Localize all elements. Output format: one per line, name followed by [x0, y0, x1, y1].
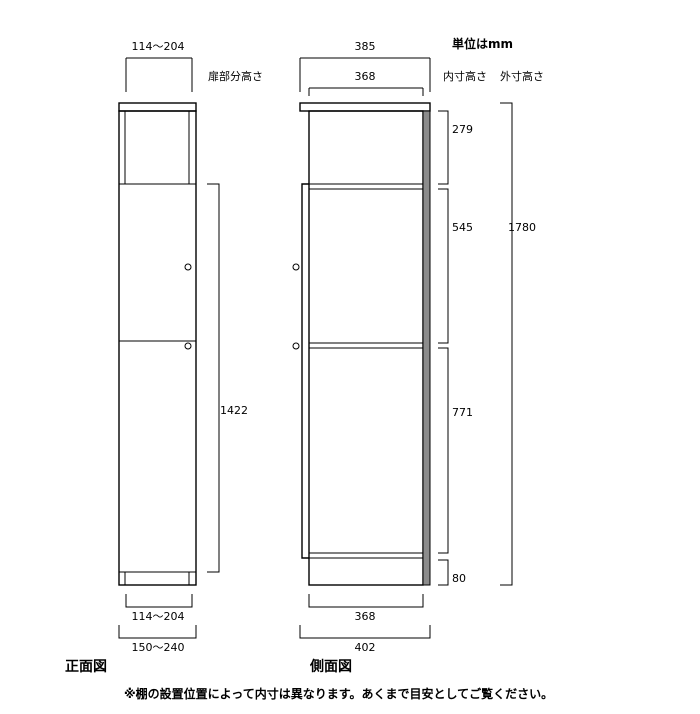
- side-top-depth-value: 385: [355, 40, 376, 53]
- seg-low-value: 771: [452, 406, 473, 419]
- inner-height-label: 内寸高さ: [443, 69, 487, 83]
- side-shelf-middle: [309, 342, 423, 349]
- unit-label: 単位はmm: [452, 36, 513, 51]
- front-top-width-label: 114〜204: [132, 40, 185, 53]
- front-inner-width-value: 114〜204: [132, 610, 185, 623]
- front-door-height-line: [207, 183, 220, 573]
- seg-top-line: [438, 110, 449, 185]
- footer-note: ※棚の設置位置によって内寸は異なります。あくまで目安としてご覧ください。: [124, 686, 553, 701]
- side-shelf-bottom: [309, 552, 423, 559]
- outer-height-line: [500, 102, 513, 586]
- front-view: 114〜204 扉部分高さ 1422 114〜204 150〜240 正面図: [65, 40, 263, 675]
- front-door-knob-upper: [184, 263, 192, 271]
- side-bottom-outer-value: 402: [355, 641, 376, 654]
- side-inner-depth-value: 368: [355, 70, 376, 83]
- front-door-knob-lower: [184, 342, 192, 350]
- seg-base-value: 80: [452, 572, 466, 585]
- front-cabinet-body: [118, 110, 197, 586]
- seg-low-line: [438, 347, 449, 554]
- side-view: 385 368 単位はmm 内寸高さ 外寸高さ 279 545 771 80 1…: [292, 36, 544, 675]
- front-outer-width-line: [118, 625, 197, 639]
- seg-mid-line: [438, 188, 449, 344]
- side-bottom-inner-line: [308, 594, 424, 608]
- front-top-width-line: [125, 57, 193, 92]
- side-view-title: 側面図: [309, 658, 352, 675]
- front-outer-width-value: 150〜240: [132, 641, 185, 654]
- side-inner-depth-line: [308, 87, 424, 96]
- front-top-board: [118, 102, 197, 112]
- side-door-knob-lower: [292, 342, 300, 350]
- side-back-panel: [422, 110, 431, 586]
- front-door-height-label: 扉部分高さ: [208, 69, 263, 83]
- side-top-depth-line: [299, 57, 431, 92]
- side-top-board: [299, 102, 431, 112]
- outer-height-label: 外寸高さ: [500, 69, 544, 83]
- seg-base-line: [438, 559, 449, 586]
- front-door-height-value: 1422: [220, 404, 248, 417]
- side-bottom-outer-line: [299, 625, 431, 639]
- front-view-title: 正面図: [65, 659, 107, 675]
- front-plinth: [119, 571, 196, 585]
- front-open-shelf: [124, 111, 190, 185]
- side-bottom-inner-value: 368: [355, 610, 376, 623]
- side-door-knob-upper: [292, 263, 300, 271]
- outer-height-value: 1780: [508, 221, 536, 234]
- seg-mid-value: 545: [452, 221, 473, 234]
- side-shelf-upper: [309, 183, 423, 190]
- side-door-edge: [301, 183, 309, 559]
- front-inner-width-line: [125, 594, 193, 608]
- seg-top-value: 279: [452, 123, 473, 136]
